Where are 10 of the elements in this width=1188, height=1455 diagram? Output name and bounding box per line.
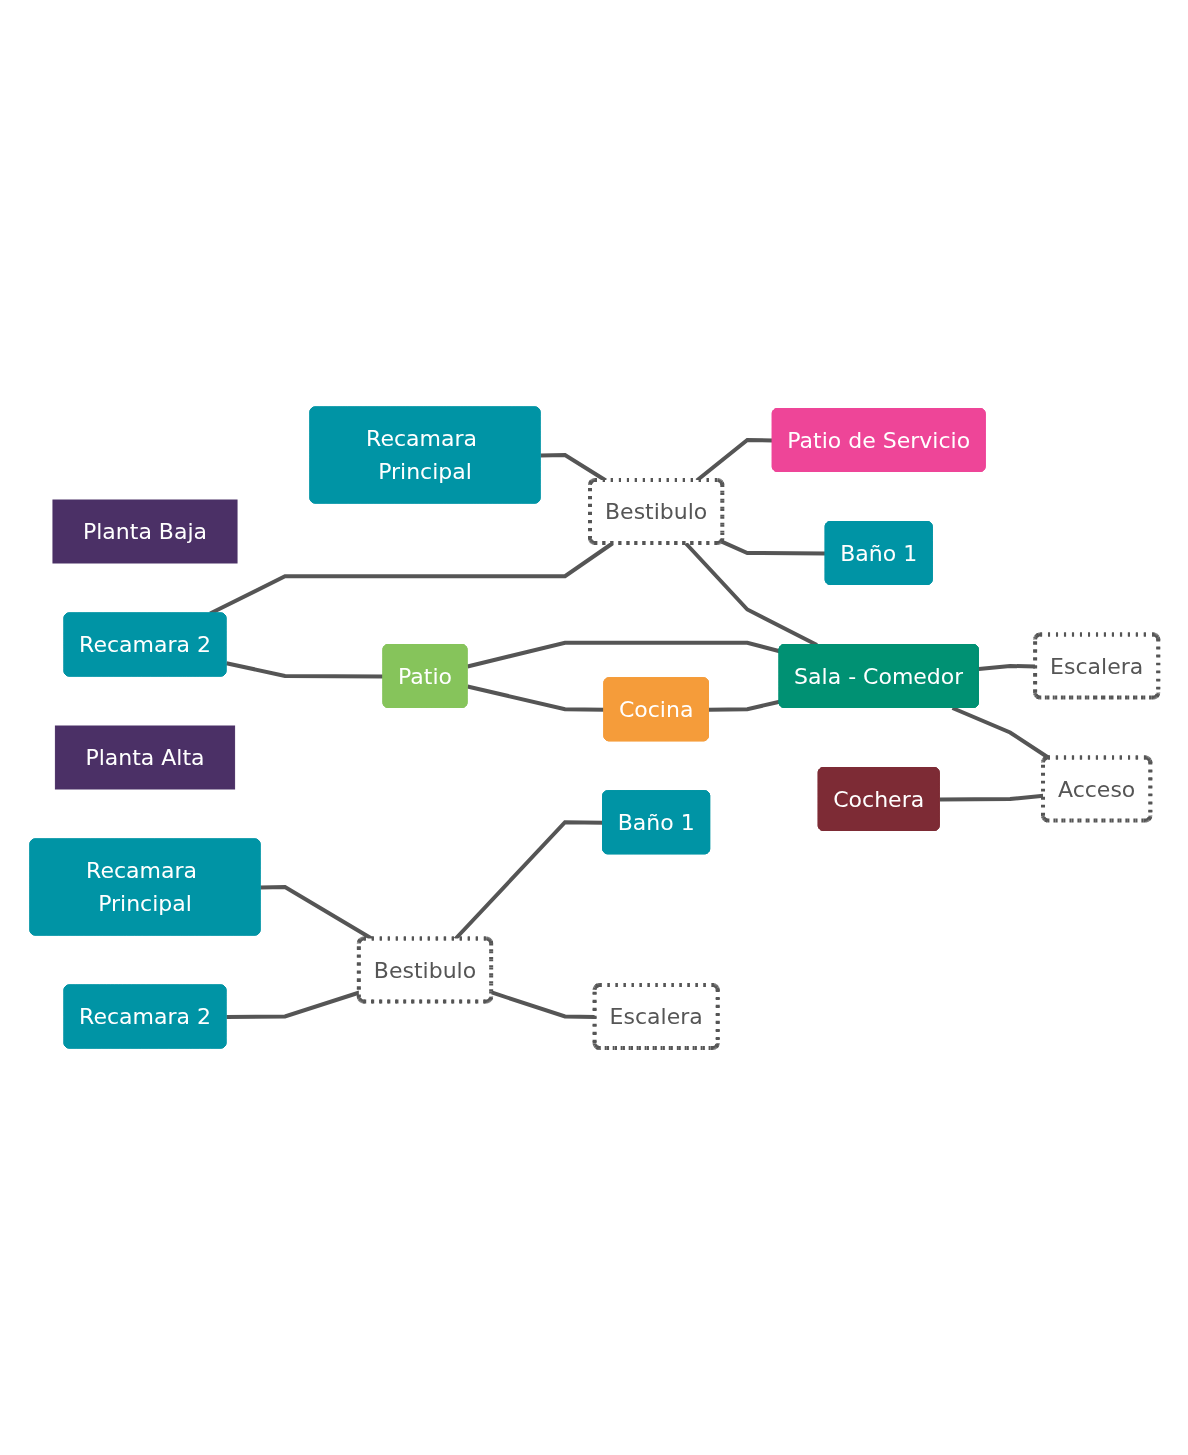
connector: [951, 706, 1050, 760]
connector: [720, 539, 826, 556]
connector: [978, 664, 1036, 671]
connector: [466, 684, 605, 712]
connector: [466, 640, 780, 669]
node-box: Planta Baja: [52, 499, 238, 564]
connector: [708, 699, 780, 712]
connector: [939, 793, 1044, 802]
node-box: Planta Alta: [54, 725, 235, 790]
connector: [225, 661, 384, 679]
